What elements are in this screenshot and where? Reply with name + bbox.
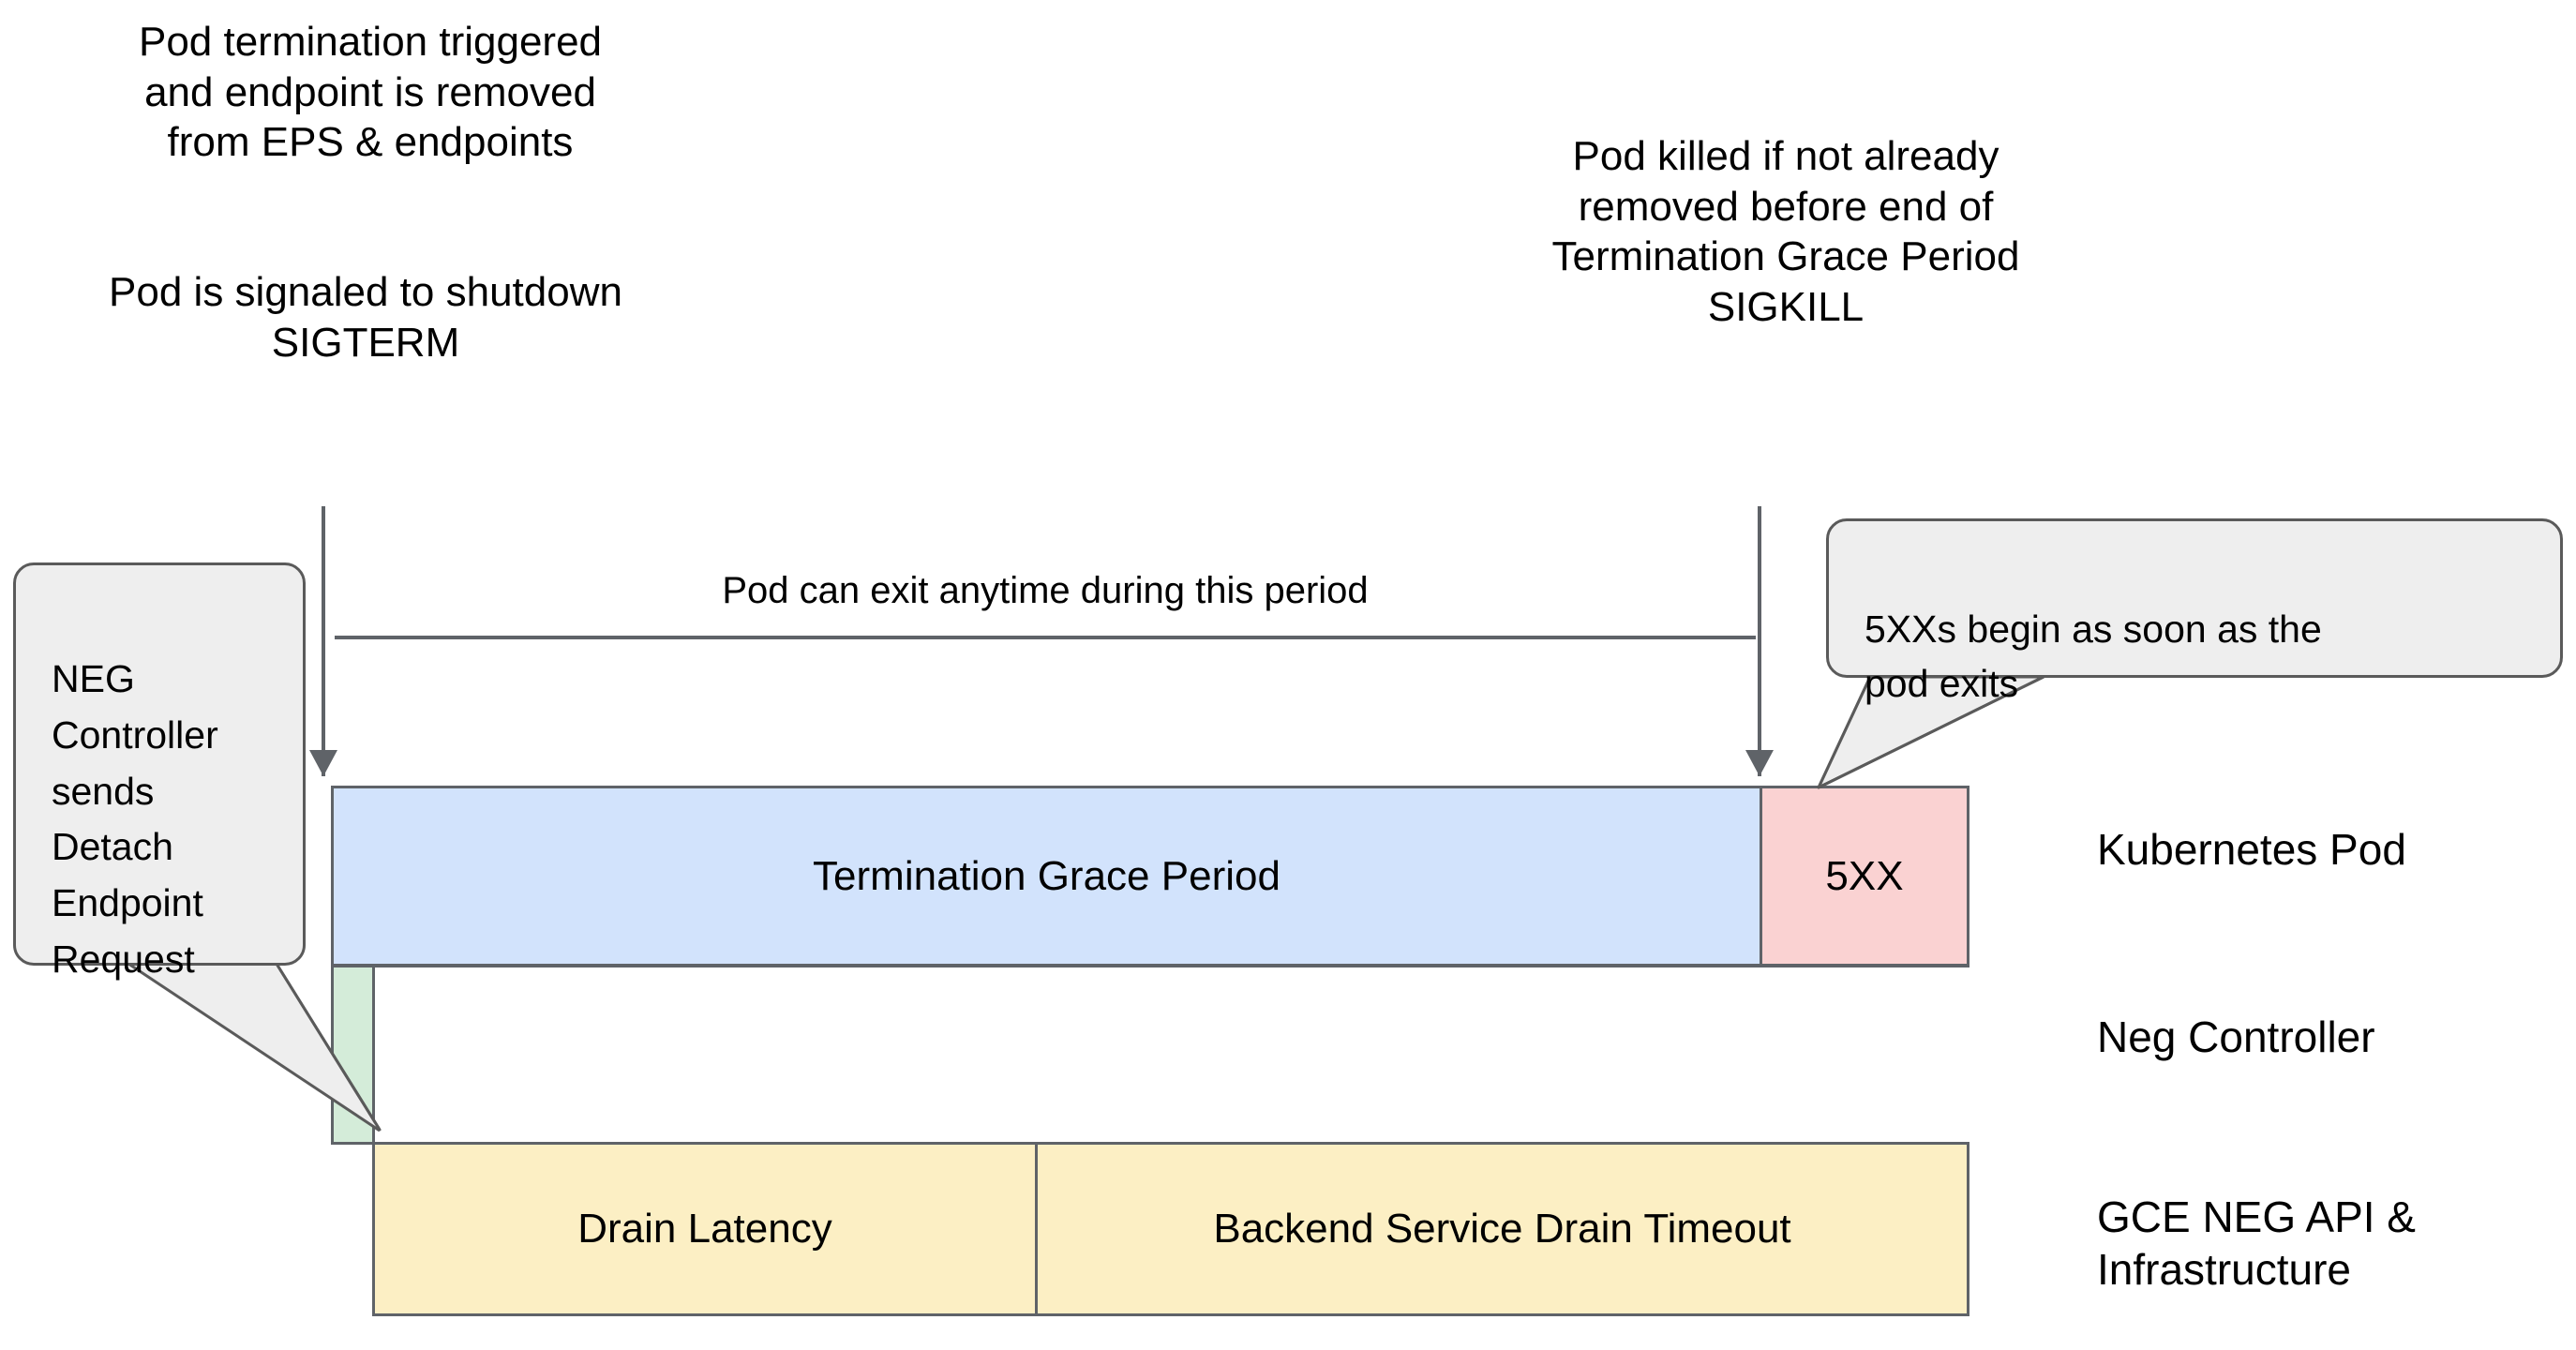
callout-neg-controller-text: NEG Controller sends Detach Endpoint Req… (52, 656, 218, 982)
bar-drain-latency-label: Drain Latency (577, 1206, 832, 1252)
timeline-arrow-sigkill-head (1745, 750, 1774, 776)
annotation-pod-killed-sigkill: Pod killed if not already removed before… (1551, 133, 2020, 331)
timeline-pod-exit-rule (335, 636, 1756, 639)
bar-drain-latency[interactable]: Drain Latency (372, 1142, 1038, 1316)
row-label-gce-neg-api: GCE NEG API & Infrastructure (2097, 1192, 2416, 1295)
callout-neg-controller: NEG Controller sends Detach Endpoint Req… (13, 562, 306, 981)
annotation-pod-signaled-shutdown: Pod is signaled to shutdown SIGTERM (109, 269, 622, 366)
bar-5xx[interactable]: 5XX (1760, 786, 1969, 967)
bar-backend-service-drain-timeout-label: Backend Service Drain Timeout (1213, 1206, 1791, 1252)
row-label-neg-controller: Neg Controller (2097, 1012, 2375, 1061)
annotation-pod-termination-triggered: Pod termination triggered and endpoint i… (138, 19, 603, 166)
timeline-arrow-sigkill-line (1758, 506, 1761, 776)
callout-5xx-begin-text: 5XXs begin as soon as the pod exits (1865, 608, 2322, 706)
row-label-kubernetes-pod: Kubernetes Pod (2097, 825, 2406, 874)
bar-termination-grace-period[interactable]: Termination Grace Period (331, 786, 1762, 967)
timeline-arrow-sigterm-head (309, 750, 337, 776)
timeline-pod-exit-label: Pod can exit anytime during this period (722, 570, 1369, 611)
timeline-arrow-sigterm-line (322, 506, 325, 776)
bar-neg-detach-request[interactable] (331, 965, 375, 1145)
bar-termination-grace-period-label: Termination Grace Period (813, 852, 1281, 899)
bar-neg-controller-row (372, 965, 1969, 1145)
bar-backend-service-drain-timeout[interactable]: Backend Service Drain Timeout (1035, 1142, 1969, 1316)
callout-5xx-begin: 5XXs begin as soon as the pod exits (1826, 518, 2563, 705)
bar-5xx-label: 5XX (1825, 852, 1904, 899)
